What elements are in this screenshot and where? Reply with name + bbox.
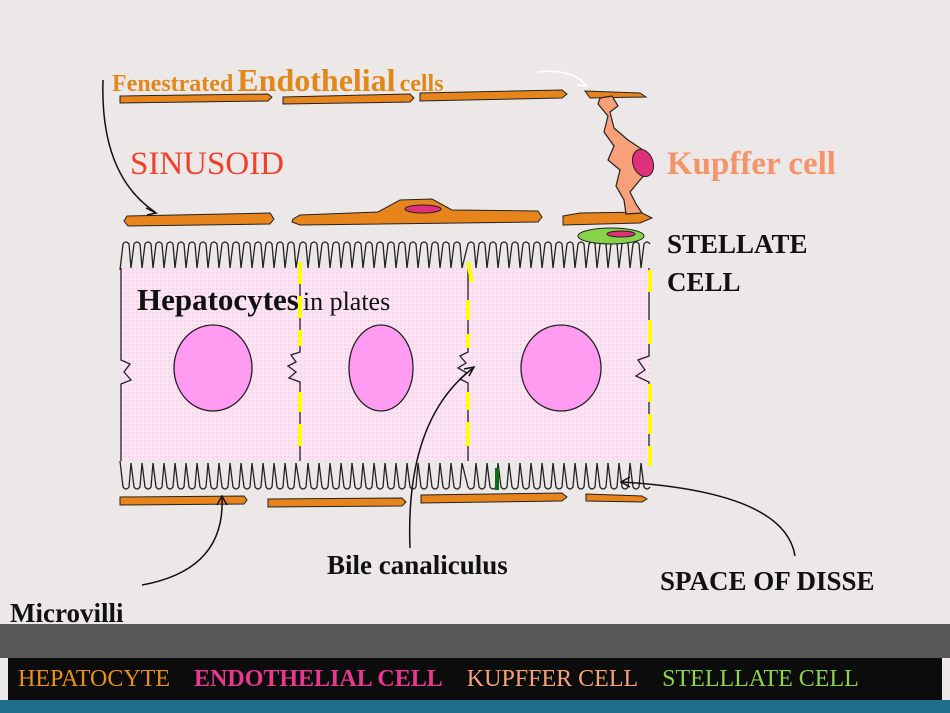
kupffer-nucleus (631, 148, 655, 178)
endothelial-nucleus (404, 204, 442, 214)
microvilli-bottom-border (119, 460, 651, 490)
disse-arrow (621, 481, 796, 557)
stellate-label-line1: STELLATE (667, 229, 808, 259)
endothelial-bottom-3 (420, 492, 568, 504)
fenestrated-endothelial-label: Fenestrated Endothelial cells (112, 64, 444, 96)
endothelial-top-row (119, 89, 648, 105)
endothelial-bottom-2 (267, 497, 407, 508)
stellate-label: STELLATE CELL (667, 226, 808, 302)
kupffer-label: Kupffer cell (667, 146, 836, 182)
cell-boundary-1 (286, 268, 301, 461)
color-legend: HEPATOCYTE ENDOTHELIAL CELL KUPFFER CELL… (8, 658, 942, 700)
microvilli-arrow (141, 497, 223, 586)
endothelial-bottom-1 (119, 495, 248, 506)
in-plates-word: in plates (302, 287, 391, 316)
endothelial-top-3 (419, 89, 568, 102)
tight-junctions (298, 261, 652, 466)
fenestrated-arrow-head (145, 207, 159, 216)
hepatocyte-nucleus-1 (173, 324, 253, 412)
legend-row: HEPATOCYTE ENDOTHELIAL CELL KUPFFER CELL… (18, 666, 877, 693)
hepatocyte-right-border (634, 268, 650, 461)
hepatocytes-word: Hepatocytes (137, 282, 299, 317)
space-of-disse-label: SPACE OF DISSE (660, 566, 875, 596)
endothelial-mid-1 (123, 212, 275, 227)
footer-band (0, 624, 950, 658)
kupffer-body (597, 95, 653, 215)
bile-arrow-head (463, 365, 476, 377)
stellate-nucleus (606, 230, 636, 238)
hepatocytes-label: Hepatocytes in plates (137, 284, 390, 315)
fenestrated-arrow (102, 79, 156, 213)
kupffer-cell (597, 95, 655, 215)
bile-arrow (408, 367, 474, 549)
endothelial-top-4 (584, 90, 648, 99)
leader-lines (102, 70, 796, 586)
sinusoid-label: SINUSOID (130, 146, 285, 182)
hepatocyte-left-border (120, 268, 133, 461)
fenestrated-word: Fenestrated (112, 71, 234, 97)
legend-kupffer: KUPFFER CELL (466, 666, 639, 692)
endothelial-mid-3 (562, 211, 654, 226)
legend-endothelial: ENDOTHELIAL CELL (194, 666, 443, 692)
stellate-cell (577, 227, 645, 245)
microvilli-top-border (119, 241, 651, 271)
legend-stellate: STELLLATE CELL (662, 666, 859, 692)
microvilli-arrow-head (216, 494, 228, 506)
endothelial-bottom-row (119, 492, 648, 508)
endothelial-word: Endothelial (237, 62, 396, 98)
endothelial-bottom-4 (585, 493, 648, 503)
bile-canaliculus-label: Bile canaliculus (327, 550, 508, 580)
microvilli-label: Microvilli (10, 598, 124, 628)
endothelial-to-kupffer-arrow (536, 70, 586, 85)
endothelial-middle-row (123, 198, 654, 227)
hepatocyte-nucleus-2 (348, 324, 414, 412)
endothelial-top-1 (119, 93, 273, 104)
disse-arrow-head (619, 476, 631, 488)
legend-hepatocyte: HEPATOCYTE (18, 666, 171, 692)
endothelial-top-2 (282, 93, 415, 105)
cell-boundary-2 (456, 268, 469, 461)
endothelial-to-kupffer-arrow-head (576, 78, 588, 87)
cells-word: cells (399, 71, 444, 97)
hepatocyte-plate (119, 241, 652, 490)
stellate-label-line2: CELL (667, 266, 741, 297)
hepatocyte-nucleus-3 (520, 324, 602, 412)
footer-strip (0, 700, 950, 713)
